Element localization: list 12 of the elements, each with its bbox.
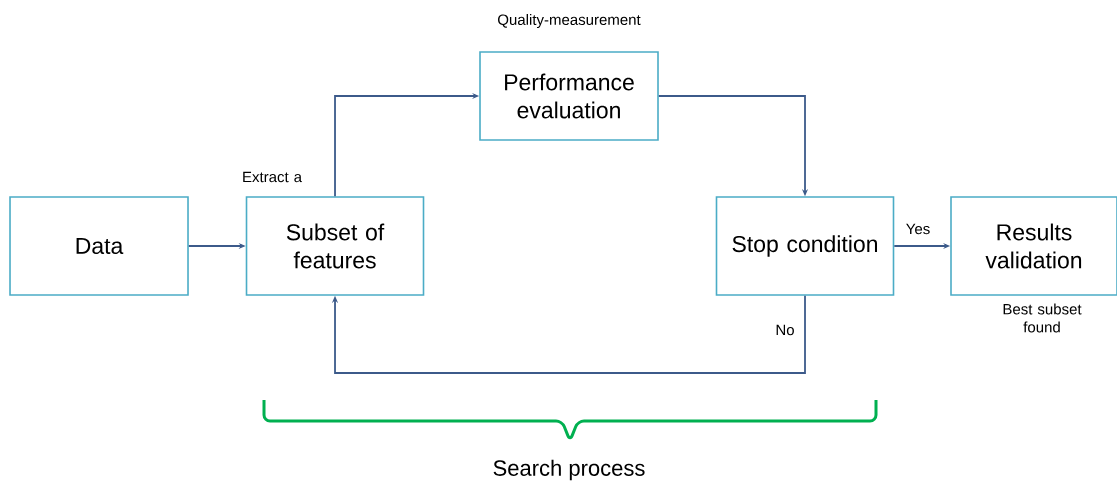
process-box: Performance evaluation bbox=[479, 51, 659, 141]
process-box: Stop condition bbox=[715, 196, 895, 296]
node-caption: Best subset found bbox=[1003, 303, 1082, 333]
process-box: Subset of features bbox=[245, 196, 425, 296]
process-box: Results validation bbox=[950, 196, 1117, 296]
edge-label: Yes bbox=[906, 223, 930, 235]
edge-label: No bbox=[776, 324, 794, 336]
brace-label: Search process bbox=[493, 459, 645, 481]
process-box: Data bbox=[9, 196, 189, 296]
arrow bbox=[331, 294, 806, 374]
node-caption: Quality-measurement bbox=[498, 14, 641, 28]
node-caption: Extract a bbox=[243, 171, 302, 183]
